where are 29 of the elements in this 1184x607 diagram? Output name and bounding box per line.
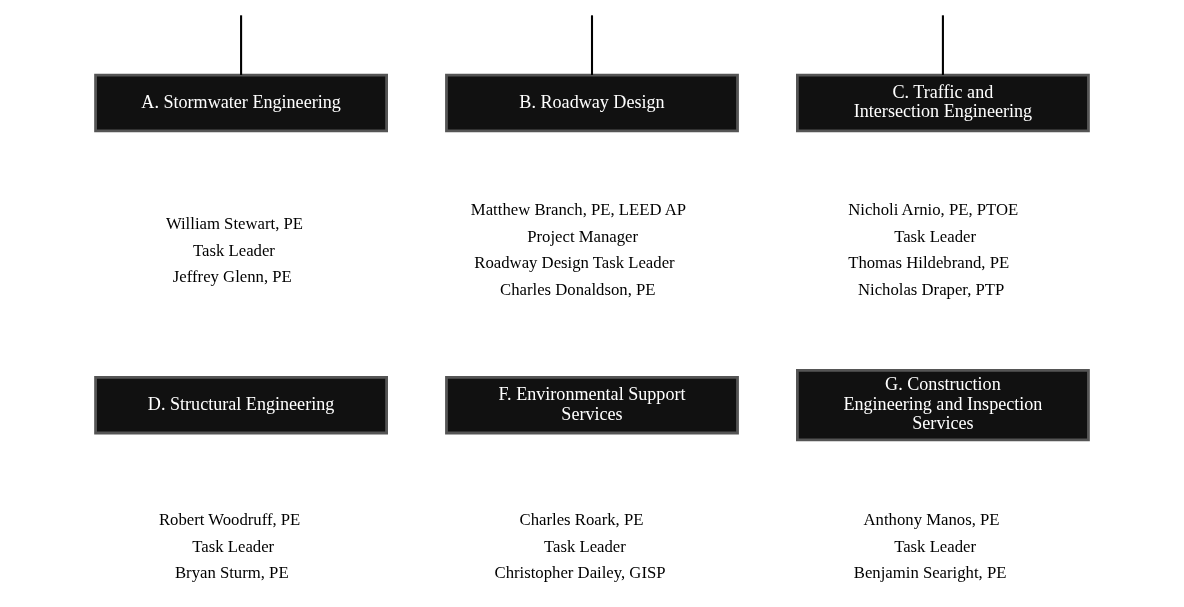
connector bbox=[590, 15, 594, 75]
node-box: B. Roadway Design bbox=[445, 73, 739, 133]
node-label: Thomas Hildebrand, PE bbox=[848, 253, 1010, 273]
node-label: William Stewart, PE bbox=[165, 214, 303, 234]
node-label: Jeffrey Glenn, PE bbox=[172, 267, 292, 287]
node-box: C. Traffic and Intersection Engineering bbox=[796, 73, 1090, 133]
node-label: Christopher Dailey, GISP bbox=[494, 562, 666, 582]
node-label: Task Leader bbox=[894, 226, 977, 246]
node-label: Nicholas Draper, PTP bbox=[857, 279, 1005, 299]
node-label: Nicholi Arnio, PE, PTOE bbox=[848, 200, 1019, 220]
node-label: Project Manager bbox=[527, 226, 639, 246]
node-label: Task Leader bbox=[543, 536, 626, 556]
node-label: Charles Roark, PE bbox=[519, 510, 644, 530]
node-box: A. Stormwater Engineering bbox=[94, 73, 388, 133]
connector bbox=[941, 15, 944, 75]
node-label: Matthew Branch, PE, LEED AP bbox=[470, 200, 687, 220]
node-label: Task Leader bbox=[193, 240, 275, 260]
node-label: Task Leader bbox=[192, 536, 275, 556]
node-label: Bryan Sturm, PE bbox=[174, 562, 289, 582]
node-label: Roadway Design Task Leader bbox=[474, 253, 675, 273]
node-box: F. Environmental Support Services bbox=[445, 375, 739, 435]
node-label: Anthony Manos, PE bbox=[863, 510, 1000, 530]
node-label: Robert Woodruff, PE bbox=[158, 510, 301, 530]
node-label: Charles Donaldson, PE bbox=[500, 279, 656, 299]
node-box: G. Construction Engineering and Inspection Services bbox=[796, 368, 1090, 442]
node-label: Benjamin Searight, PE bbox=[853, 562, 1007, 582]
connector bbox=[240, 15, 243, 75]
node-label: Task Leader bbox=[894, 536, 977, 556]
node-box: D. Structural Engineering bbox=[94, 375, 388, 435]
